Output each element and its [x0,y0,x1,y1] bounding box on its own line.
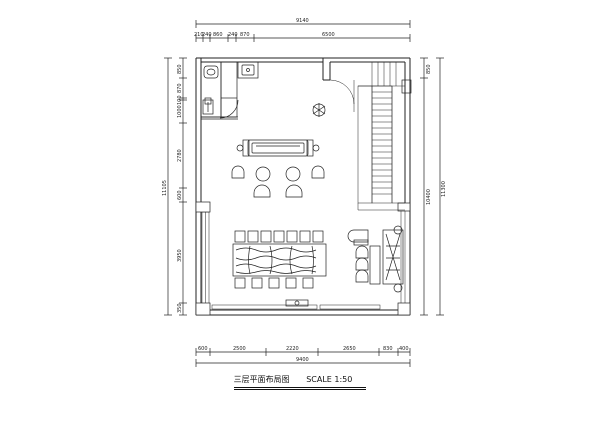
right-inner-dimension: 10400 [426,189,432,205]
bottom-dimension-5: 830 [383,346,393,352]
left-total-dimension: 11105 [162,180,168,196]
column-box [401,79,412,94]
caption-underline [234,387,366,390]
bottom-cabinet [285,299,309,307]
left-dimension-5: 2780 [177,149,183,162]
bottom-dimension-6: 400 [399,346,409,352]
bottom-dimension-2: 2500 [233,346,246,352]
top-dimension-2: 240 [202,32,212,38]
window-bands [201,209,406,310]
bottom-dimension-3: 2220 [286,346,299,352]
dining-table [232,243,327,277]
left-dimension-8: 350 [177,303,183,313]
top-dimension-1: 210 [194,32,204,38]
staircase [329,62,405,211]
left-dimension-6: 600 [177,190,183,200]
top-dimension-4: 240 [228,32,238,38]
drawing-caption: 三层平面布局图 SCALE 1:50 [0,374,600,390]
drawing-scale: SCALE 1:50 [306,375,353,384]
potted-plant [312,103,326,117]
bottom-total-dimension: 9400 [296,357,309,363]
right-dimension-lines: 850 10400 11300 [420,57,447,316]
exterior-walls [195,57,411,316]
bottom-dimension-lines: 600 2500 2220 2650 830 400 9400 [195,346,411,367]
top-dimension-3: 860 [213,32,223,38]
bottom-dimension-4: 2650 [343,346,356,352]
left-dimension-lines: 11105 850 870 100 1000 2780 600 3950 350 [162,57,187,316]
left-dimension-4: 1000 [177,105,183,118]
left-dimension-3: 100 [177,95,183,105]
bottom-dimension-1: 600 [198,346,208,352]
dining-chairs [234,230,324,289]
bathroom-area [200,61,259,120]
lounge-sofa [236,139,320,157]
wall-piers [195,201,411,316]
column-markers [204,97,212,105]
lounge-chairs [231,165,325,198]
right-outer-dimension: 11300 [441,181,447,197]
top-dimension-lines: 9140 210 240 860 240 870 6500 [194,18,411,42]
left-dimension-2: 870 [177,83,183,93]
drawing-title: 三层平面布局图 [233,375,290,384]
top-dimension-6: 6500 [322,32,335,38]
right-top-dimension: 850 [426,64,432,74]
booth-seating [347,225,404,293]
left-dimension-1: 850 [177,64,183,74]
top-dimension-5: 870 [240,32,250,38]
top-total-dimension: 9140 [296,18,309,24]
left-dimension-7: 3950 [177,249,183,262]
